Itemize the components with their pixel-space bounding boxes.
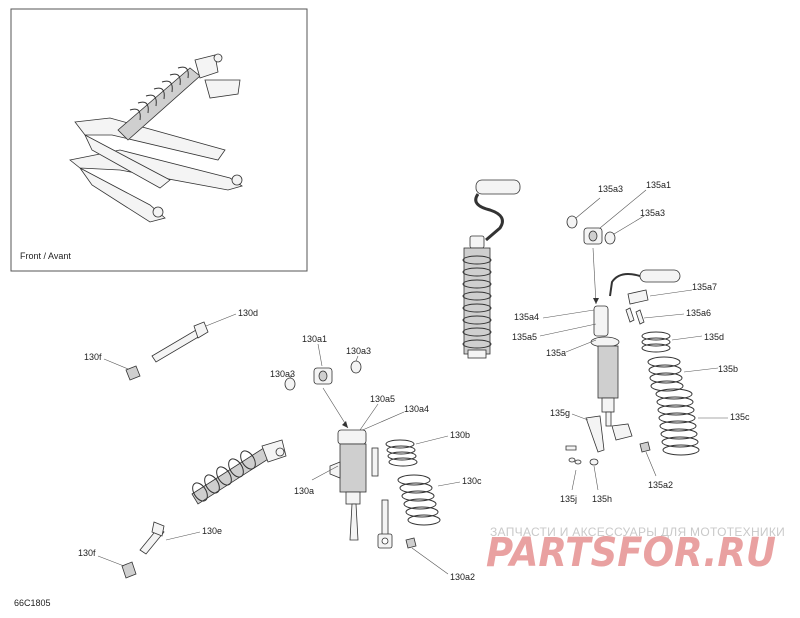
label-135a2: 135a2 xyxy=(648,480,673,490)
label-130b: 130b xyxy=(450,430,470,440)
part-135b-spring xyxy=(647,356,684,392)
part-135a1-bushing xyxy=(583,227,603,245)
label-130f-lower: 130f xyxy=(78,548,96,558)
part-135a2-nut xyxy=(639,441,651,453)
drawing-code: 66C1805 xyxy=(14,598,51,608)
part-135d-spring xyxy=(641,331,671,353)
part-130a-shock xyxy=(329,429,393,549)
label-130a3-right: 130a3 xyxy=(346,346,371,356)
label-135d: 135d xyxy=(704,332,724,342)
label-130a4: 130a4 xyxy=(404,404,429,414)
part-130a3-washer-right xyxy=(350,360,362,374)
label-135h: 135h xyxy=(592,494,612,504)
part-130-assembled-shock xyxy=(191,439,287,505)
label-135a5: 135a5 xyxy=(512,332,537,342)
suspension-assembly-illustration xyxy=(69,53,243,223)
part-130f-nut-lower xyxy=(121,561,137,579)
label-130d: 130d xyxy=(238,308,258,318)
label-135g: 135g xyxy=(550,408,570,418)
label-135c: 135c xyxy=(730,412,750,422)
part-130a1-bushing xyxy=(313,367,333,385)
part-130a3-washer-left xyxy=(284,377,296,391)
label-130c: 130c xyxy=(462,476,482,486)
label-135a3-top: 135a3 xyxy=(598,184,623,194)
label-135a6: 135a6 xyxy=(686,308,711,318)
label-135a3-right: 135a3 xyxy=(640,208,665,218)
watermark-tagline: ЗАПЧАСТИ И АКСЕССУАРЫ ДЛЯ МОТОТЕХНИКИ xyxy=(490,525,785,539)
assembly-135: 135a3 135a1 135a3 135a7 135a6 xyxy=(462,179,750,504)
label-130a1: 130a1 xyxy=(302,334,327,344)
part-135a3-washer-left xyxy=(566,215,578,229)
label-130f-upper: 130f xyxy=(84,352,102,362)
label-135a1: 135a1 xyxy=(646,180,671,190)
label-135a4: 135a4 xyxy=(514,312,539,322)
label-130a5: 130a5 xyxy=(370,394,395,404)
label-130a: 130a xyxy=(294,486,314,496)
part-135a7-reservoir xyxy=(609,269,681,305)
part-130d-bolt xyxy=(151,321,209,363)
part-135a-shock xyxy=(590,305,633,441)
inset-caption: Front / Avant xyxy=(20,251,71,261)
part-130c-spring xyxy=(397,474,441,526)
label-135a7: 135a7 xyxy=(692,282,717,292)
part-135-assembled-shock xyxy=(462,179,521,359)
label-130a2: 130a2 xyxy=(450,572,475,582)
arrow-icon xyxy=(593,298,599,304)
label-135a: 135a xyxy=(546,348,566,358)
label-130a3-left: 130a3 xyxy=(270,369,295,379)
label-135j: 135j xyxy=(560,494,577,504)
watermark: ЗАПЧАСТИ И АКСЕССУАРЫ ДЛЯ МОТОТЕХНИКИ PA… xyxy=(486,525,785,576)
label-135b: 135b xyxy=(718,364,738,374)
part-135j-hardware xyxy=(565,445,582,465)
part-135a3-washer-right xyxy=(604,231,616,245)
part-135c-spring xyxy=(655,388,700,456)
part-135a6-pins xyxy=(625,307,645,325)
part-135g-bracket xyxy=(585,415,605,453)
part-130e-bolt xyxy=(139,521,165,555)
watermark-logo: PARTSFOR.RU xyxy=(486,530,776,576)
part-130f-nut-upper xyxy=(125,365,141,381)
label-130e: 130e xyxy=(202,526,222,536)
part-130a2-nut xyxy=(405,537,417,549)
inset-panel: Front / Avant xyxy=(10,8,308,272)
part-130b-spring xyxy=(385,439,418,467)
part-135h-washer xyxy=(589,458,599,466)
arrow-icon xyxy=(342,421,348,428)
assembly-130: 130d 130f 130a1 130a3 130a3 130a5 130a4 xyxy=(78,308,482,582)
